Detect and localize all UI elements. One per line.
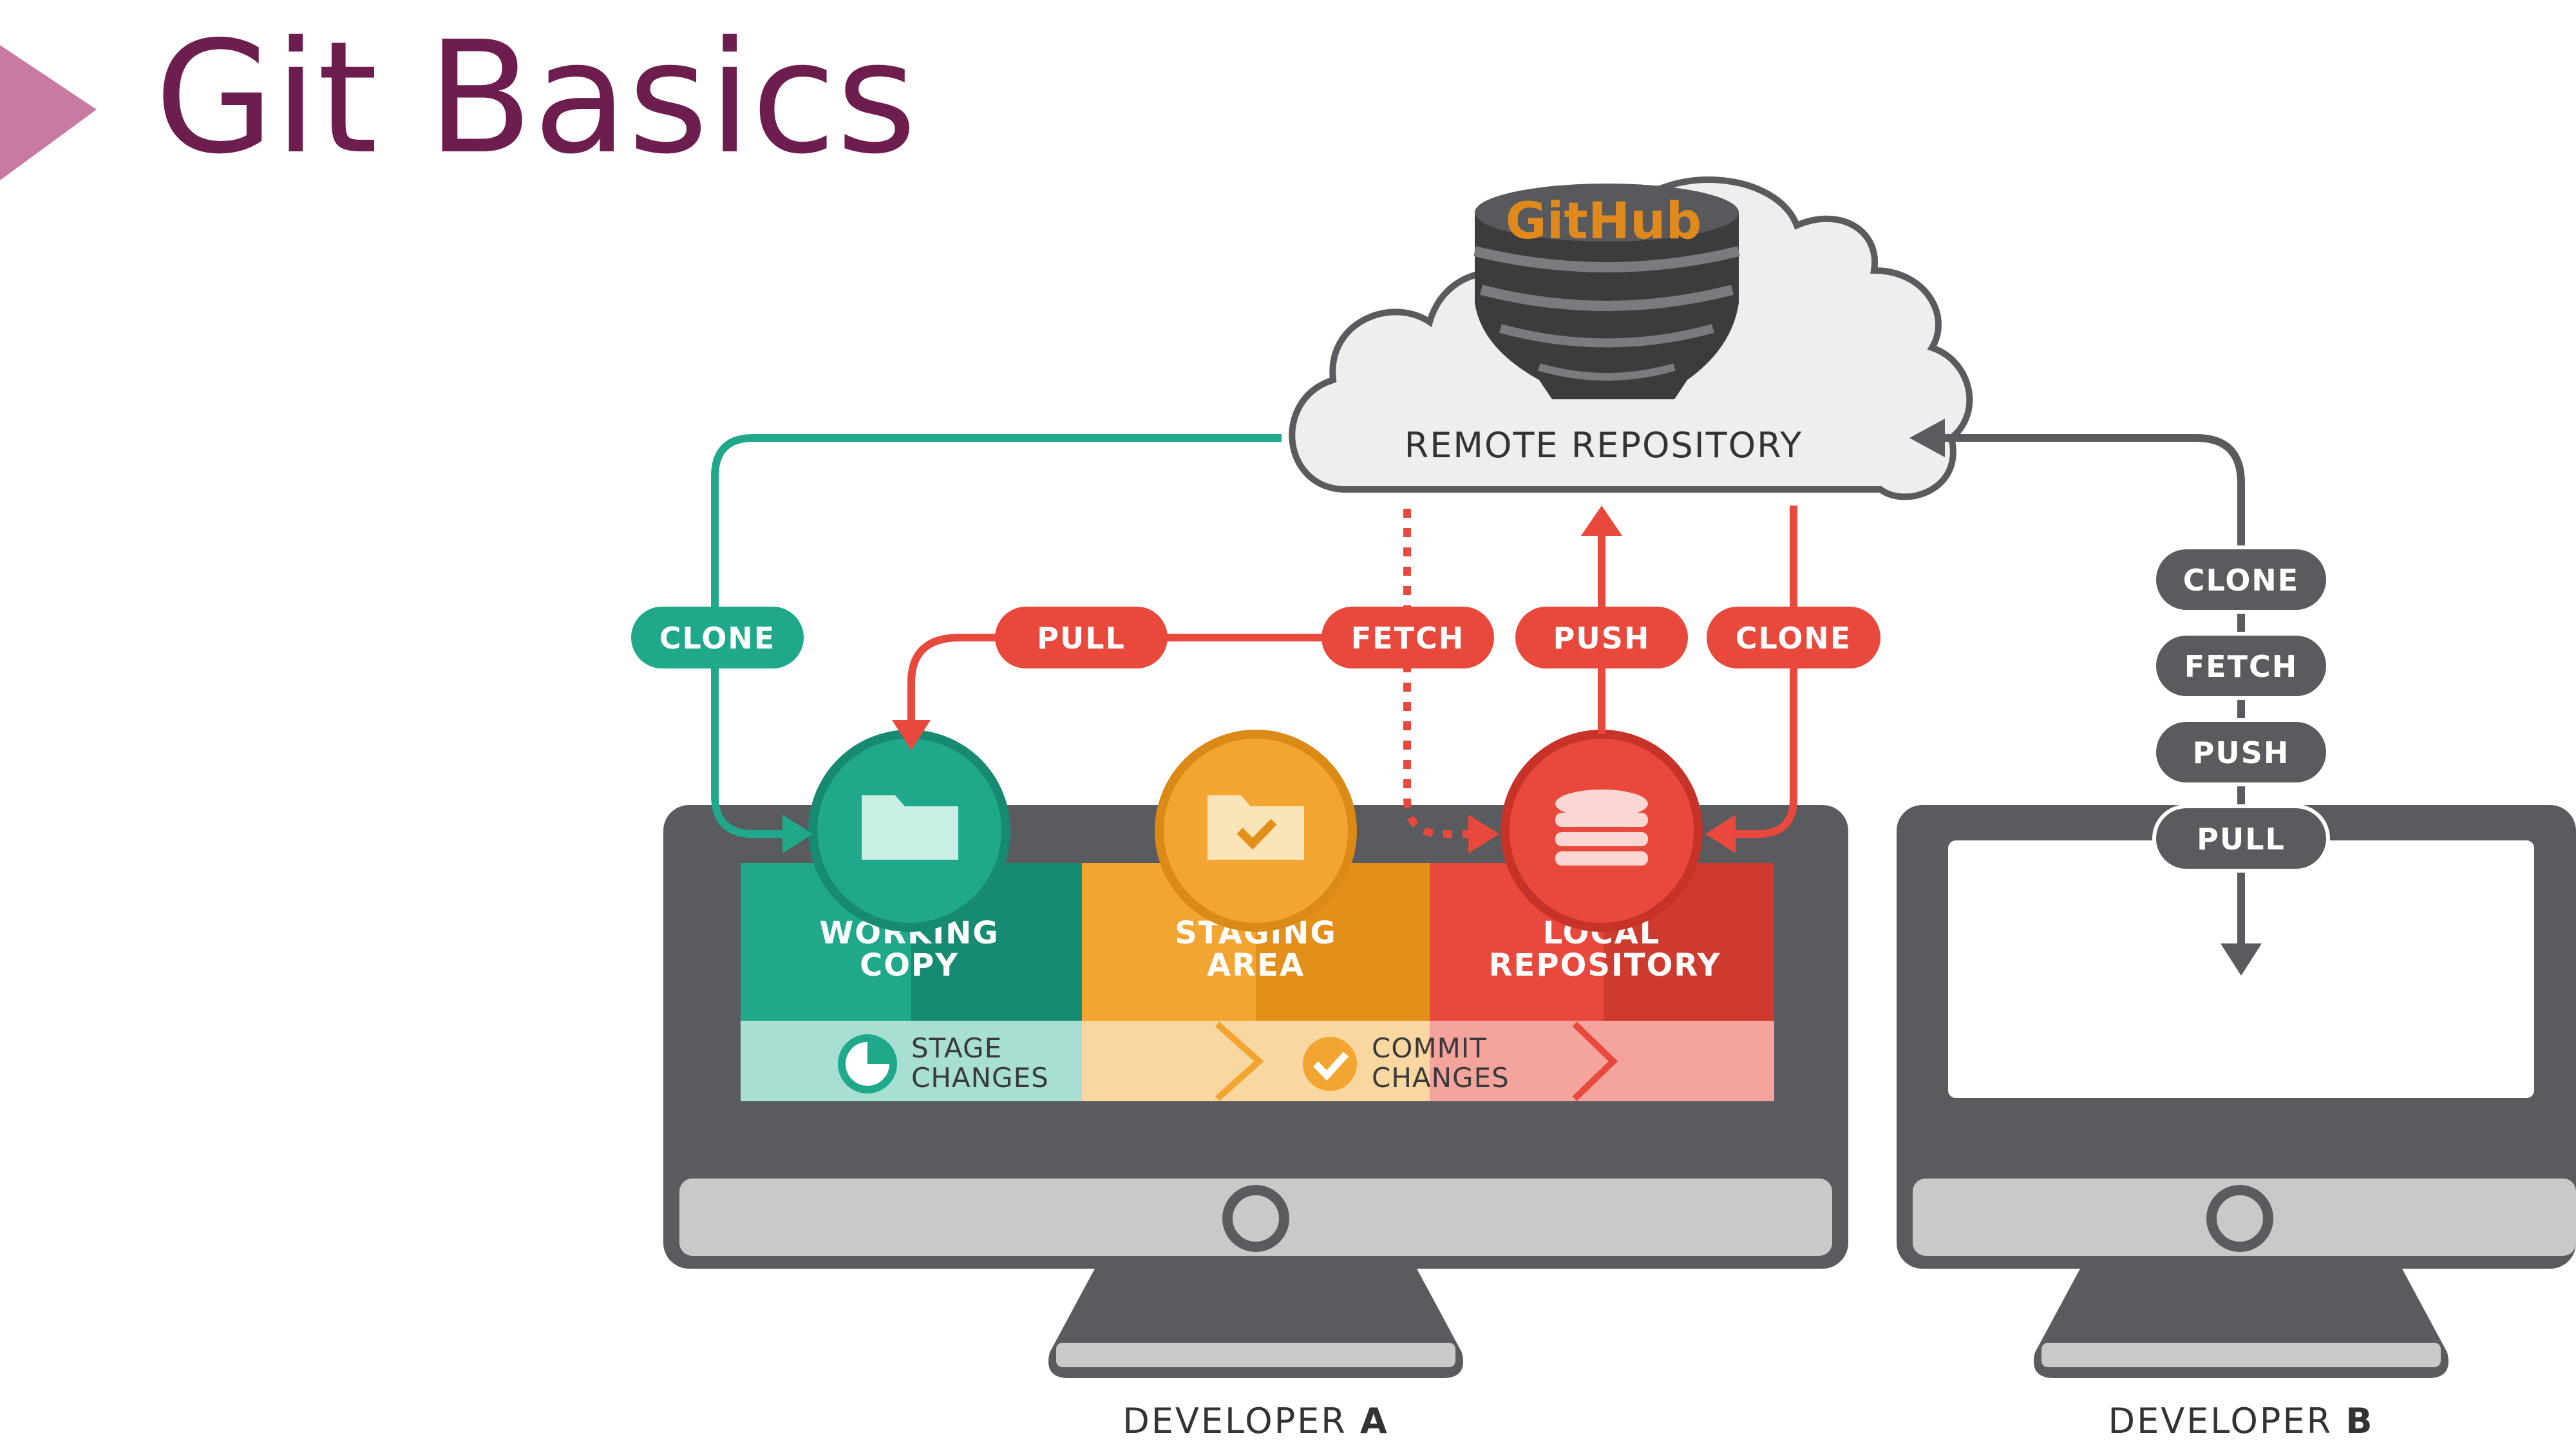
developer-b-monitor <box>1897 805 2576 1378</box>
stage-strip-red <box>1430 1021 1774 1101</box>
remote-repository-label: REMOTE REPOSITORY <box>1405 425 1803 466</box>
monitor-a-chin <box>679 1179 1832 1256</box>
developer-b-label: DEVELOPER B <box>2108 1401 2374 1441</box>
clone-red-arrowhead <box>1705 815 1736 853</box>
dev-b-pill-clone: CLONE <box>2152 545 2330 614</box>
dev-b-up-arrowhead <box>1909 419 1945 457</box>
push-arrowhead <box>1581 506 1622 536</box>
stage-strip-teal <box>741 1021 1082 1101</box>
fetch-pill: FETCH <box>1321 607 1494 668</box>
dev-b-down-arrowhead <box>2221 943 2262 976</box>
commit-changes-line2: CHANGES <box>1372 1062 1510 1094</box>
dev-b-pill-bg <box>2152 718 2330 786</box>
clone-green-label: CLONE <box>659 621 775 656</box>
developer-a-label: DEVELOPER A <box>1122 1401 1389 1441</box>
pull-label: PULL <box>1037 621 1126 656</box>
dev-b-pill-bg <box>2152 632 2330 700</box>
dev-b-line <box>1938 434 2245 950</box>
developer-b-commands: CLONE FETCH PUSH PULL <box>2152 545 2330 873</box>
commit-changes-icon <box>1303 1037 1357 1091</box>
monitor-b-base-highlight <box>2041 1343 2441 1367</box>
clone-red-line <box>1732 506 1797 838</box>
monitor-b-button <box>2206 1185 2273 1252</box>
staging-area-icon <box>1155 730 1357 932</box>
page-title: Git Basics <box>155 8 916 188</box>
developer-a-letter: A <box>1360 1401 1389 1441</box>
github-brand: GitHub <box>1506 193 1702 251</box>
stage-changes-icon <box>838 1034 897 1094</box>
dev-b-pill-fetch: FETCH <box>2152 632 2330 700</box>
local-repository-icon <box>1501 730 1703 932</box>
working-copy-icon <box>808 730 1010 932</box>
database-icon <box>1473 184 1740 399</box>
monitor-a-base-highlight <box>1056 1343 1455 1367</box>
clone-green-arrowhead <box>782 815 813 853</box>
developer-b-letter: B <box>2345 1401 2374 1441</box>
dev-b-pill-pull: PULL <box>2152 804 2330 873</box>
dev-b-pill-push: PUSH <box>2152 718 2330 786</box>
dev-b-pill-label: PULL <box>2197 822 2286 857</box>
fetch-dotted-line <box>1403 509 1475 838</box>
fetch-arrowhead <box>1468 815 1499 853</box>
monitor-a-button <box>1222 1185 1289 1252</box>
push-pill: PUSH <box>1515 607 1688 668</box>
clone-red-pill: CLONE <box>1707 607 1880 668</box>
developer-b-prefix: DEVELOPER <box>2108 1401 2333 1441</box>
stage-changes-line2: CHANGES <box>911 1062 1049 1094</box>
dev-b-pill-bg <box>2152 804 2330 873</box>
pull-arrowhead <box>892 720 931 750</box>
monitor-b-chin <box>1913 1179 2576 1256</box>
staging-area-title-2: AREA <box>1207 947 1305 983</box>
stage-chevron <box>1215 1021 1264 1101</box>
commit-chevron <box>1572 1021 1618 1101</box>
dev-b-pill-label: FETCH <box>2184 649 2298 684</box>
commit-changes-line1: COMMIT <box>1372 1032 1487 1064</box>
stage-changes-line1: STAGE <box>911 1032 1002 1064</box>
pull-pill: PULL <box>995 607 1168 668</box>
developer-a-monitor: WORKING COPY STAGING AREA LOCAL REPOSITO… <box>663 730 1848 1378</box>
clone-red-label: CLONE <box>1736 621 1852 656</box>
dev-b-pill-label: PUSH <box>2193 735 2290 770</box>
fetch-label: FETCH <box>1351 621 1464 656</box>
push-label: PUSH <box>1553 621 1651 656</box>
working-copy-title-2: COPY <box>860 947 959 983</box>
clone-green-pill: CLONE <box>631 607 804 668</box>
dev-b-pill-bg <box>2152 545 2330 614</box>
remote-repository: GitHub REMOTE REPOSITORY <box>1289 176 1973 500</box>
pull-line <box>907 634 1407 728</box>
dev-b-pill-label: CLONE <box>2183 563 2299 598</box>
title-accent-triangle <box>0 45 97 180</box>
developer-a-prefix: DEVELOPER <box>1122 1401 1347 1441</box>
local-repo-title-2: REPOSITORY <box>1489 947 1721 983</box>
